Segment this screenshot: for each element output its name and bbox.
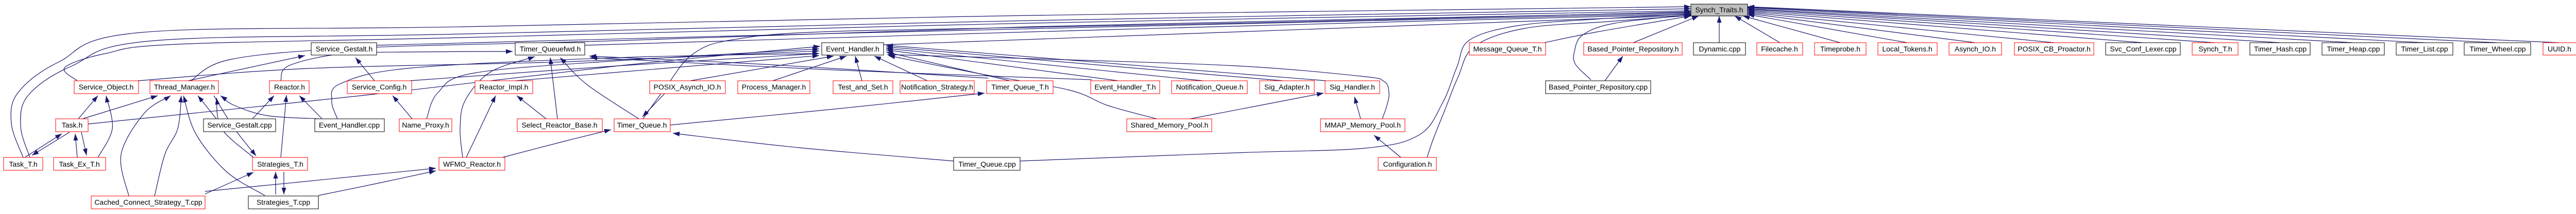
svg-text:Task_Ex_T.h: Task_Ex_T.h xyxy=(59,160,99,168)
svg-text:WFMO_Reactor.h: WFMO_Reactor.h xyxy=(443,160,501,168)
svg-text:Notification_Queue.h: Notification_Queue.h xyxy=(1176,83,1244,91)
svg-text:Process_Manager.h: Process_Manager.h xyxy=(742,83,806,91)
svg-text:Dynamic.cpp: Dynamic.cpp xyxy=(1699,45,1741,53)
svg-text:Configuration.h: Configuration.h xyxy=(1383,160,1432,168)
svg-text:Reactor_Impl.h: Reactor_Impl.h xyxy=(480,83,529,91)
svg-text:Name_Proxy.h: Name_Proxy.h xyxy=(402,121,449,129)
svg-text:Timer_Queuefwd.h: Timer_Queuefwd.h xyxy=(520,45,581,53)
svg-text:Test_and_Set.h: Test_and_Set.h xyxy=(838,83,888,91)
svg-text:Timer_List.cpp: Timer_List.cpp xyxy=(2401,45,2448,53)
svg-text:Task.h: Task.h xyxy=(62,121,82,129)
svg-text:Strategies_T.h: Strategies_T.h xyxy=(257,160,303,168)
svg-text:Svc_Conf_Lexer.cpp: Svc_Conf_Lexer.cpp xyxy=(2110,45,2176,53)
svg-text:Message_Queue_T.h: Message_Queue_T.h xyxy=(1473,45,1541,53)
svg-text:Based_Pointer_Repository.cpp: Based_Pointer_Repository.cpp xyxy=(1549,83,1648,91)
svg-text:Service_Gestalt.h: Service_Gestalt.h xyxy=(316,45,373,53)
svg-text:MMAP_Memory_Pool.h: MMAP_Memory_Pool.h xyxy=(1325,121,1401,129)
svg-text:Select_Reactor_Base.h: Select_Reactor_Base.h xyxy=(521,121,597,129)
svg-text:Filecache.h: Filecache.h xyxy=(1761,45,1798,53)
svg-text:Thread_Manager.h: Thread_Manager.h xyxy=(154,83,215,91)
svg-text:Event_Handler.h: Event_Handler.h xyxy=(826,45,879,53)
svg-text:POSIX_Asynch_IO.h: POSIX_Asynch_IO.h xyxy=(654,83,721,91)
svg-text:Timer_Heap.cpp: Timer_Heap.cpp xyxy=(2327,45,2380,53)
svg-text:Asynch_IO.h: Asynch_IO.h xyxy=(1955,45,1996,53)
svg-text:Synch_T.h: Synch_T.h xyxy=(2198,45,2232,53)
svg-text:Notification_Strategy.h: Notification_Strategy.h xyxy=(901,83,973,91)
svg-text:Task_T.h: Task_T.h xyxy=(9,160,37,168)
svg-text:Timer_Queue.cpp: Timer_Queue.cpp xyxy=(958,160,1016,168)
svg-text:Timer_Wheel.cpp: Timer_Wheel.cpp xyxy=(2469,45,2526,53)
svg-text:Timer_Hash.cpp: Timer_Hash.cpp xyxy=(2254,45,2307,53)
svg-text:Service_Config.h: Service_Config.h xyxy=(352,83,407,91)
svg-text:Service_Gestalt.cpp: Service_Gestalt.cpp xyxy=(207,121,272,129)
svg-text:Timer_Queue_T.h: Timer_Queue_T.h xyxy=(991,83,1049,91)
svg-text:Reactor.h: Reactor.h xyxy=(274,83,305,91)
svg-text:Event_Handler_T.h: Event_Handler_T.h xyxy=(1094,83,1156,91)
svg-text:Event_Handler.cpp: Event_Handler.cpp xyxy=(319,121,380,129)
svg-text:UUID.h: UUID.h xyxy=(2548,45,2571,53)
svg-text:Cached_Connect_Strategy_T.cpp: Cached_Connect_Strategy_T.cpp xyxy=(94,198,202,206)
svg-text:Service_Object.h: Service_Object.h xyxy=(79,83,134,91)
svg-text:Strategies_T.cpp: Strategies_T.cpp xyxy=(257,198,310,206)
svg-text:Local_Tokens.h: Local_Tokens.h xyxy=(1882,45,1932,53)
svg-text:Based_Pointer_Repository.h: Based_Pointer_Repository.h xyxy=(1587,45,1679,53)
svg-text:Sig_Handler.h: Sig_Handler.h xyxy=(1330,83,1375,91)
svg-text:Timer_Queue.h: Timer_Queue.h xyxy=(617,121,667,129)
svg-text:Sig_Adapter.h: Sig_Adapter.h xyxy=(1264,83,1310,91)
svg-text:Synch_Traits.h: Synch_Traits.h xyxy=(1696,6,1743,14)
svg-text:Shared_Memory_Pool.h: Shared_Memory_Pool.h xyxy=(1131,121,1209,129)
svg-text:Timeprobe.h: Timeprobe.h xyxy=(1820,45,1860,53)
svg-text:POSIX_CB_Proactor.h: POSIX_CB_Proactor.h xyxy=(2018,45,2091,53)
